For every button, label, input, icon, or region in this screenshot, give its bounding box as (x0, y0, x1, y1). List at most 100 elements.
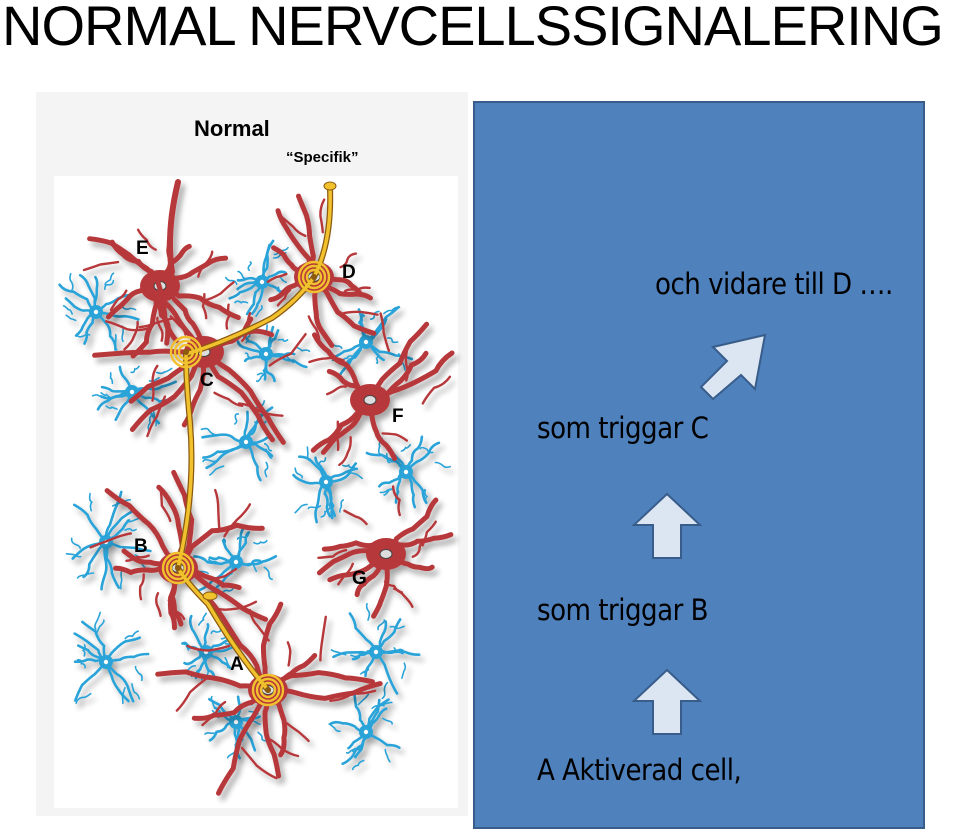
neuron-dendrite (109, 289, 128, 312)
neuron-dendrite (265, 670, 375, 693)
glia-nucleus (363, 339, 369, 345)
synapse-ring (173, 339, 199, 365)
step-b-text: som triggar B (537, 593, 708, 627)
synapse-ring (251, 673, 285, 707)
glia-process (434, 461, 451, 469)
neuron-dendrite (339, 252, 358, 269)
neuron-dendrite (319, 615, 327, 662)
neuron-label-b: B (134, 536, 148, 557)
neuron-dendrite (225, 303, 231, 330)
neuron-dendrite (404, 349, 409, 382)
synapse-ring (169, 335, 203, 369)
neuron-dendrite (201, 293, 208, 320)
signal-flow-panel: och vidare till D …. som triggar C som t… (473, 101, 925, 829)
glia-process (256, 371, 267, 376)
synapse-ring (165, 555, 191, 581)
glia-process (124, 630, 139, 640)
neuron-dendrite (335, 420, 340, 451)
glia-process (318, 457, 327, 466)
glia-process (105, 405, 118, 410)
glia-nucleus (233, 719, 239, 725)
synapse-ring (297, 260, 331, 294)
glia-nucleus (373, 649, 379, 655)
glia-process (377, 619, 386, 631)
synapse-rings (161, 551, 195, 585)
glia-process (202, 458, 220, 463)
glia-cell (58, 272, 140, 351)
neuron-cell (308, 312, 455, 467)
neuron-dendrite (146, 395, 167, 438)
glia-process (76, 658, 86, 669)
glia-process (234, 413, 240, 425)
glia-process (383, 488, 394, 496)
neuron-dendrite (338, 436, 352, 467)
synapse-ring (169, 559, 187, 577)
neuron-dendrite (342, 310, 379, 316)
glia-process (94, 611, 101, 630)
glia-process (223, 538, 227, 549)
step-c-text: som triggar C (537, 411, 709, 445)
synapse-center (175, 565, 181, 571)
neuron-dendrite (105, 320, 150, 332)
neuron-dendrite (317, 548, 348, 559)
glia-process (360, 667, 370, 675)
glia-process (277, 338, 289, 342)
glia-process (263, 566, 273, 581)
glia-process (91, 394, 107, 400)
glia-process (400, 444, 411, 452)
glia-nucleus (403, 469, 409, 475)
neuron-dendrite (421, 375, 452, 405)
glia-process (121, 305, 137, 311)
glia-process (307, 505, 322, 510)
glia-process (351, 747, 362, 753)
neuron-dendrite (129, 349, 207, 432)
glia-process (328, 723, 341, 733)
neuron-dendrite (223, 503, 252, 538)
glia-process (77, 333, 91, 338)
glia-process (109, 372, 114, 385)
glia-nucleus (93, 309, 99, 315)
glia-process (130, 365, 140, 374)
signal-path (161, 181, 337, 707)
glia-nucleus (259, 279, 265, 285)
glia-process (234, 300, 249, 304)
glia-process (350, 654, 361, 659)
glia-process (193, 555, 238, 566)
glia-process (255, 373, 266, 383)
glia-process (253, 539, 268, 545)
glia-process (182, 641, 190, 651)
neuron-label-d: D (342, 262, 356, 283)
glia-process (237, 270, 245, 279)
glia-process (374, 650, 399, 695)
glia-process (383, 306, 401, 315)
neuron-dendrite (319, 198, 326, 234)
synapse-center (311, 274, 317, 280)
neuron-dendrite (155, 592, 162, 618)
synapse-ring (259, 681, 277, 699)
glia-process (198, 612, 207, 626)
glia-process (294, 503, 308, 514)
neuron-dendrite (201, 349, 286, 445)
glia-process (255, 305, 263, 317)
synapse-center (265, 687, 271, 693)
neuron-dendrite (207, 598, 271, 693)
glia-cell (181, 612, 238, 681)
glia-cell (292, 446, 363, 524)
synapse-rings (251, 673, 285, 707)
neuron-dendrite (151, 364, 159, 402)
glia-process (201, 433, 248, 444)
step-a-text: A Aktiverad cell, (537, 753, 742, 787)
glia-process (94, 293, 132, 314)
glia-process (294, 467, 304, 479)
glia-cell (328, 692, 401, 771)
neuron-dendrite (201, 700, 227, 727)
glia-process (264, 461, 269, 478)
neuron-dendrite (213, 391, 244, 407)
neuron-dendrite (343, 509, 368, 526)
synapse-ring (177, 343, 195, 361)
glia-process (188, 614, 208, 654)
glia-process (404, 435, 424, 474)
glia-process (147, 414, 153, 432)
glia-process (423, 489, 427, 504)
neuron-dendrite (337, 562, 354, 586)
